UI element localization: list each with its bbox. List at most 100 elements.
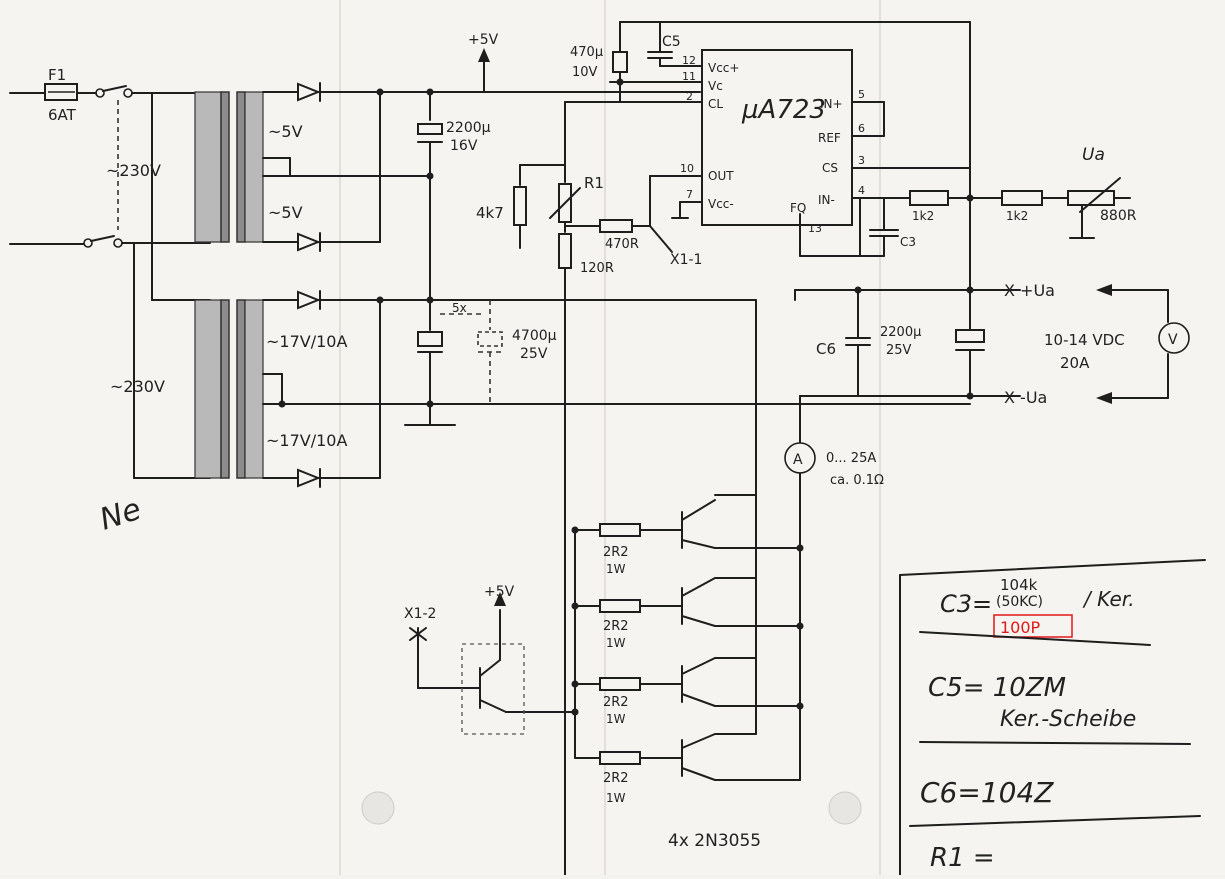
svg-text:11: 11	[682, 70, 696, 83]
driver-5v-label: +5V	[484, 584, 515, 600]
svg-text:6: 6	[858, 122, 865, 135]
transistors-label: 4x 2N3055	[668, 831, 761, 851]
svg-text:12: 12	[682, 54, 696, 67]
mains-upper-label: ~230V	[106, 161, 161, 180]
svg-text:CL: CL	[708, 97, 723, 111]
signature: Ne	[96, 492, 146, 538]
note-r1: R1 =	[930, 843, 995, 873]
r120-label: 120R	[580, 261, 614, 276]
fuse-ref-label: F1	[48, 66, 66, 84]
r470-label: 470R	[605, 237, 639, 252]
svg-text:4: 4	[858, 184, 865, 197]
rail-5v-label: +5V	[468, 32, 499, 48]
svg-text:2R2: 2R2	[603, 545, 629, 560]
transistor-q1: 2R2 1W	[571, 499, 804, 576]
driver-transistor: X1-2 +5V	[404, 584, 579, 735]
svg-text:1W: 1W	[606, 712, 626, 726]
feedback-divider: 1k2 1k2 880R Ua C3	[859, 145, 1137, 257]
c3-label: C3	[900, 235, 916, 249]
c6-value: 2200µ	[880, 325, 921, 340]
t1-upper-winding-label: ~5V	[268, 122, 303, 141]
svg-text:13: 13	[808, 222, 822, 235]
svg-text:7: 7	[686, 188, 693, 201]
x11-label: X1-1	[670, 252, 702, 268]
note-c3-red-value: 100P	[1000, 618, 1041, 637]
transistor-q4: 2R2 1W	[574, 733, 801, 805]
punch-hole	[361, 791, 395, 825]
transistor-q3: 2R2 1W	[571, 657, 804, 726]
output-stage: C6 2200µ 25V X +Ua X -Ua V 10-14 VDC 20A	[794, 197, 1190, 407]
cap-aux-voltage: 16V	[450, 138, 478, 154]
svg-text:REF: REF	[818, 131, 841, 145]
transistor-q2: 2R2 1W	[571, 577, 804, 650]
note-c3-label: C3=	[940, 590, 992, 618]
note-c3-type: / Ker.	[1082, 587, 1135, 611]
r1-label: R1	[584, 174, 604, 192]
c6-voltage: 25V	[886, 343, 912, 358]
cap-bank-count: 5x	[452, 301, 467, 315]
t2-lower-winding-label: ~17V/10A	[266, 431, 347, 450]
note-c5: C5= 10ZM	[928, 673, 1066, 703]
voltmeter-icon	[1158, 322, 1190, 354]
cap-470-voltage: 10V	[572, 65, 598, 80]
pass-transistor-bank: A 0... 25A ca. 0.1Ω 2R2 1W	[571, 299, 884, 851]
r1k2b-label: 1k2	[1006, 209, 1028, 223]
svg-text:Vcc-: Vcc-	[708, 197, 734, 211]
punch-hole	[828, 791, 862, 825]
output-plus-terminal[interactable]: X +Ua	[1004, 281, 1055, 300]
c6-label: C6	[816, 340, 836, 358]
svg-text:IN+: IN+	[820, 97, 843, 111]
current-limit-network: 4k7 R1 120R 470R X1-1	[476, 101, 702, 877]
cap-bank-voltage: 25V	[520, 346, 548, 362]
ammeter-symbol: A	[793, 452, 803, 468]
regulator-ic: µA723 12 11 2 10 7 Vcc+ Vc CL OUT Vcc- 5…	[564, 49, 971, 257]
ic-name: µA723	[741, 95, 826, 125]
svg-text:1W: 1W	[606, 636, 626, 650]
r880-label: 880R	[1100, 208, 1137, 224]
mains-lower-label: ~230V	[110, 377, 165, 396]
cap-aux-value: 2200µ	[446, 120, 491, 136]
x12-label: X1-2	[404, 606, 436, 622]
svg-text:CS: CS	[822, 161, 838, 175]
t1-lower-winding-label: ~5V	[268, 203, 303, 222]
ammeter-range: 0... 25A	[826, 451, 876, 466]
main-filter-caps: 5x 4700µ 25V	[404, 296, 557, 426]
svg-text:2R2: 2R2	[603, 771, 629, 786]
note-c3-value: 104k	[1000, 576, 1038, 594]
r1k2a-label: 1k2	[912, 209, 934, 223]
svg-text:2R2: 2R2	[603, 619, 629, 634]
svg-text:Vc: Vc	[708, 79, 723, 93]
svg-text:FQ: FQ	[790, 201, 806, 215]
svg-text:2R2: 2R2	[603, 695, 629, 710]
notes-box: C3= 104k (50KC) / Ker. 100P C5= 10ZM Ker…	[899, 559, 1206, 876]
svg-text:10: 10	[680, 162, 694, 175]
cap-bank-value: 4700µ	[512, 328, 557, 344]
svg-text:3: 3	[858, 154, 865, 167]
voltmeter-symbol: V	[1168, 332, 1178, 348]
t2-upper-winding-label: ~17V/10A	[266, 332, 347, 351]
transformer-2: ~17V/10A ~17V/10A	[194, 290, 971, 488]
output-minus-terminal[interactable]: X -Ua	[1004, 388, 1047, 407]
note-c6: C6=104Z	[920, 776, 1054, 809]
svg-text:5: 5	[858, 88, 865, 101]
output-current: 20A	[1060, 354, 1090, 372]
note-c5-type: Ker.-Scheibe	[1000, 707, 1136, 732]
r4k7-label: 4k7	[476, 204, 504, 222]
ammeter-shunt: ca. 0.1Ω	[830, 473, 884, 488]
svg-text:1W: 1W	[606, 562, 626, 576]
fuse-rating-label: 6AT	[48, 106, 77, 124]
cap-470-value: 470µ	[570, 45, 603, 60]
aux-5v-supply: 2200µ 16V +5V	[379, 32, 701, 301]
svg-text:1W: 1W	[606, 791, 626, 805]
svg-text:OUT: OUT	[708, 169, 734, 183]
ic-supply-caps: 470µ 10V C5	[570, 21, 971, 291]
transformer-1: ~5V ~5V	[194, 82, 431, 252]
c5-label: C5	[662, 34, 681, 50]
ua-label: Ua	[1082, 145, 1105, 165]
output-voltage-range: 10-14 VDC	[1044, 331, 1125, 349]
mains-input: F1 6AT ~230V ~230V	[9, 66, 211, 479]
svg-text:Vcc+: Vcc+	[708, 61, 739, 75]
note-c3-sub: (50KC)	[996, 594, 1043, 610]
